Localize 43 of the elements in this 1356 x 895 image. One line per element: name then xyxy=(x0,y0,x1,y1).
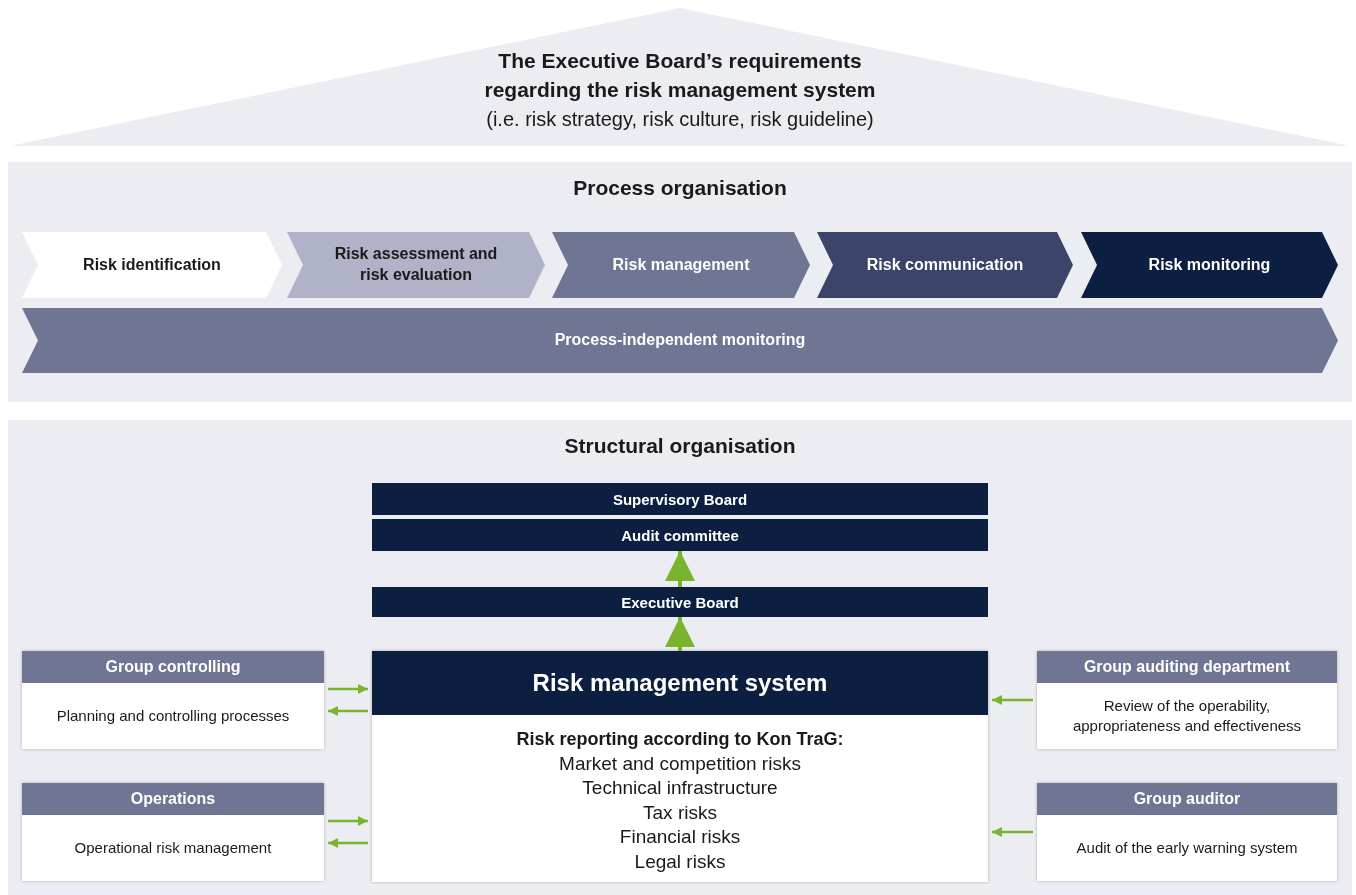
box-text: Operational risk management xyxy=(73,837,273,858)
arrow xyxy=(992,827,1033,837)
list-item: Tax risks xyxy=(643,800,717,825)
section-panel xyxy=(8,162,1352,402)
org-box xyxy=(1037,651,1337,749)
box-text: Planning and controlling processes xyxy=(55,705,291,726)
box-header: Group auditor xyxy=(1037,783,1337,815)
org-box xyxy=(22,651,324,749)
roof-subheading: (i.e. risk strategy, risk culture, risk guideline) xyxy=(485,108,875,131)
box-text: Review of the operability, appropriateness and effectiveness xyxy=(1071,695,1303,736)
list-item: Market and competition risks xyxy=(559,751,801,776)
org-box: Audit committee xyxy=(372,519,988,551)
org-box xyxy=(22,783,324,881)
arrow xyxy=(992,695,1033,705)
section-title: Structural organisation xyxy=(563,434,797,458)
process-step: Risk monitoring xyxy=(1081,232,1338,298)
roof-heading: The Executive Board’s requirements regarding the risk management system xyxy=(483,48,877,104)
process-step: Risk identification xyxy=(22,232,282,298)
process-step: Process-independent monitoring xyxy=(22,308,1338,373)
box-header: Group auditing department xyxy=(1037,651,1337,683)
arrow xyxy=(665,551,695,587)
box-header: Group controlling xyxy=(22,651,324,683)
process-step: Risk communication xyxy=(817,232,1073,298)
box-header: Risk management system xyxy=(372,651,988,715)
arrow xyxy=(665,617,695,651)
org-box xyxy=(1037,783,1337,881)
list-item: Technical infrastructure xyxy=(582,776,778,800)
box-text: Audit of the early warning system xyxy=(1075,837,1299,858)
process-step: Risk management xyxy=(552,232,810,298)
arrow xyxy=(328,838,368,848)
arrow xyxy=(328,684,368,694)
system-box xyxy=(372,651,988,882)
list-item: Financial risks xyxy=(619,825,741,849)
org-box: Supervisory Board xyxy=(372,483,988,515)
section-title: Process organisation xyxy=(572,176,788,200)
org-box: Executive Board xyxy=(372,587,988,617)
arrow xyxy=(328,706,368,716)
arrow xyxy=(328,816,368,826)
section-panel xyxy=(8,420,1352,895)
list-item: Legal risks xyxy=(634,849,726,874)
list-heading: Risk reporting according to Kon TraG: xyxy=(516,728,844,751)
box-header: Operations xyxy=(22,783,324,815)
process-step: Risk assessment and risk evaluation xyxy=(287,232,545,298)
